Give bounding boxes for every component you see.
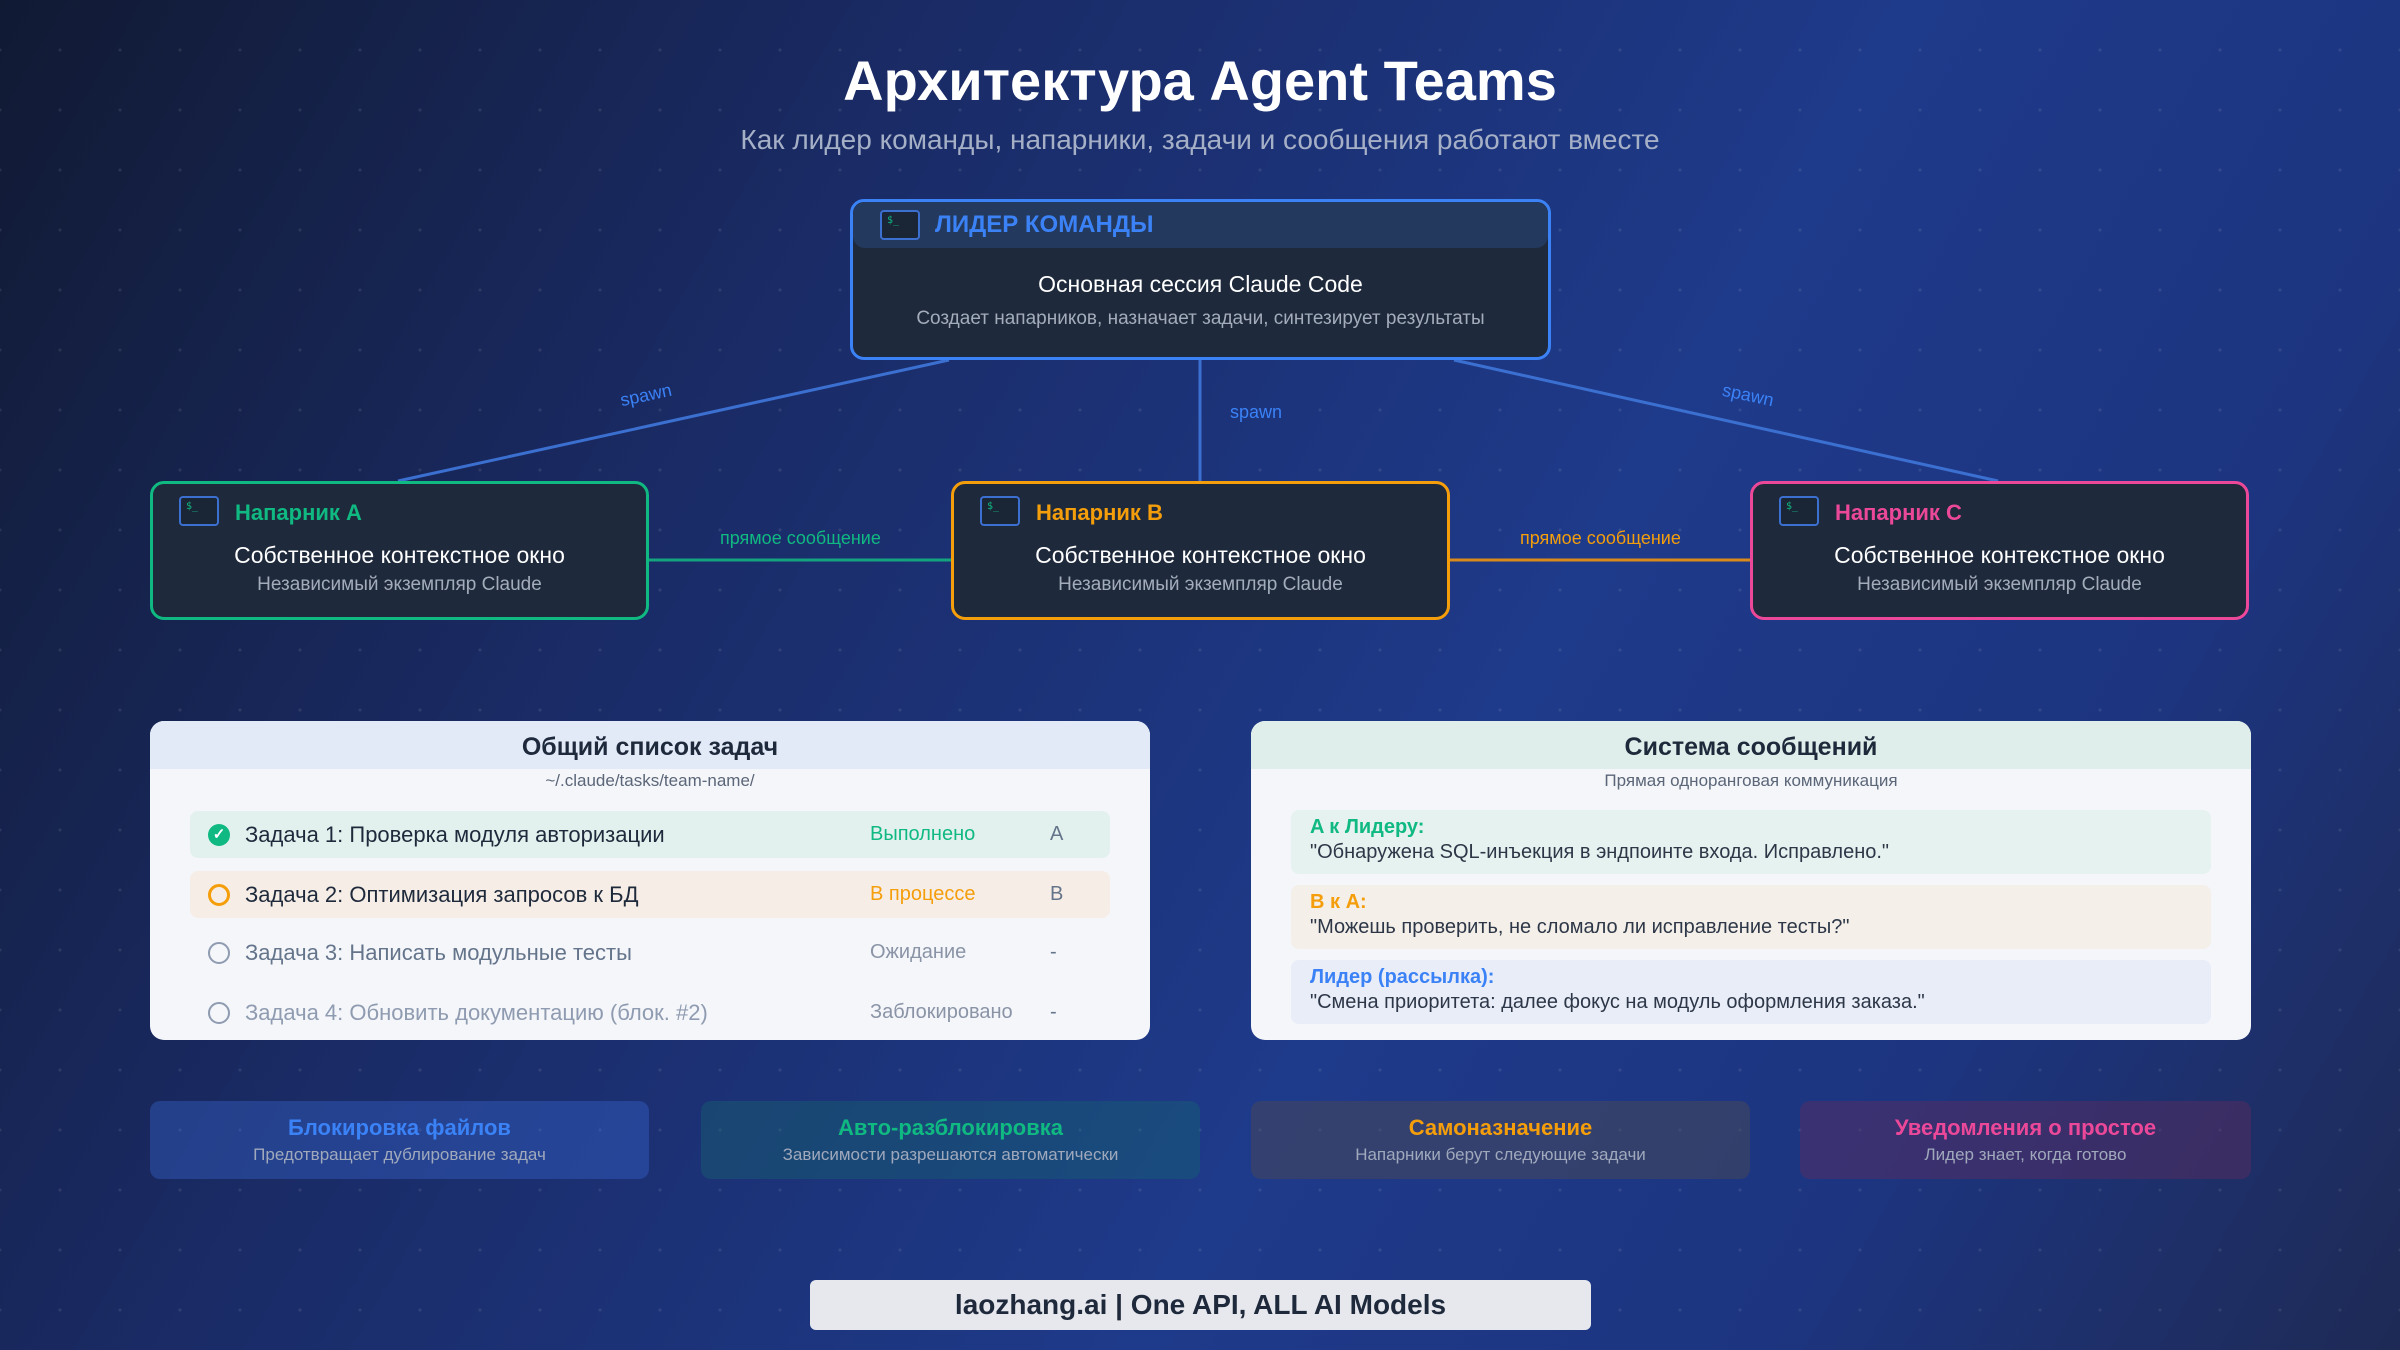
feature-idle-notifications: Уведомления о простое Лидер знает, когда… [1800, 1101, 2251, 1179]
spawn-label-b: spawn [1230, 402, 1283, 422]
terminal-icon: $_ [880, 210, 920, 240]
task-assignee: - [1050, 941, 1057, 963]
terminal-icon: $_ [179, 496, 219, 526]
page-subtitle: Как лидер команды, напарники, задачи и с… [740, 124, 1660, 155]
check-circle-icon: ✓ [208, 824, 230, 846]
feature-file-locking: Блокировка файлов Предотвращает дублиров… [150, 1101, 649, 1179]
leader-label: ЛИДЕР КОМАНДЫ [935, 211, 1154, 238]
task-row[interactable]: Задача 4: Обновить документацию (блок. #… [190, 989, 1110, 1036]
team-leader-box: $_ ЛИДЕР КОМАНДЫ Основная сессия Claude … [850, 199, 1551, 360]
message-from: A к Лидеру: [1310, 816, 1425, 838]
task-list-title: Общий список задач [521, 733, 779, 761]
message-text: "Обнаружена SQL-инъекция в эндпоинте вхо… [1310, 841, 1890, 863]
teammate-b-box: $_ Напарник B Собственное контекстное ок… [951, 481, 1450, 620]
messaging-panel: Система сообщений Прямая одноранговая ко… [1251, 721, 2251, 1040]
empty-circle-icon [208, 1002, 230, 1024]
teammate-main: Собственное контекстное окно [234, 542, 565, 568]
messaging-subtitle: Прямая одноранговая коммуникация [1604, 771, 1898, 790]
task-assignee: - [1050, 1001, 1057, 1023]
task-text: Задача 3: Написать модульные тесты [245, 940, 632, 965]
teammate-c-box: $_ Напарник C Собственное контекстное ок… [1750, 481, 2249, 620]
task-assignee: B [1050, 883, 1064, 905]
terminal-icon: $_ [980, 496, 1020, 526]
task-assignee: A [1050, 823, 1064, 845]
message-item: A к Лидеру: "Обнаружена SQL-инъекция в э… [1291, 810, 2211, 874]
teammate-sub: Независимый экземпляр Claude [257, 574, 542, 595]
message-from: Лидер (рассылка): [1310, 966, 1495, 988]
message-item: Лидер (рассылка): "Смена приоритета: дал… [1291, 960, 2211, 1024]
teammate-name: Напарник A [235, 500, 362, 525]
feature-title: Блокировка файлов [288, 1115, 511, 1140]
leader-header: $_ ЛИДЕР КОМАНДЫ [853, 202, 1548, 248]
terminal-icon: $_ [1779, 496, 1819, 526]
task-row[interactable]: Задача 2: Оптимизация запросов к БД В пр… [190, 871, 1110, 918]
feature-title: Авто-разблокировка [837, 1115, 1064, 1140]
footer-banner: laozhang.ai | One API, ALL AI Models [810, 1280, 1591, 1330]
feature-sub: Предотвращает дублирование задач [253, 1145, 546, 1164]
teammate-name: Напарник B [1036, 500, 1163, 525]
teammate-sub: Независимый экземпляр Claude [1857, 574, 2142, 595]
feature-title: Уведомления о простое [1894, 1115, 2157, 1140]
teammate-sub: Независимый экземпляр Claude [1058, 574, 1343, 595]
feature-title: Самоназначение [1408, 1115, 1593, 1140]
leader-main: Основная сессия Claude Code [1038, 271, 1363, 297]
teammate-main: Собственное контекстное окно [1834, 542, 2165, 568]
teammate-a-box: $_ Напарник A Собственное контекстное ок… [150, 481, 649, 620]
feature-sub: Напарники берут следующие задачи [1355, 1145, 1646, 1164]
page-title: Архитектура Agent Teams [843, 49, 1557, 112]
teammate-name: Напарник C [1835, 500, 1962, 525]
task-status: В процессе [870, 883, 976, 905]
task-text: Задача 2: Оптимизация запросов к БД [245, 882, 639, 907]
task-list-panel: Общий список задач ~/.claude/tasks/team-… [150, 721, 1150, 1040]
progress-circle-icon [208, 884, 230, 906]
task-status: Ожидание [870, 941, 967, 963]
feature-auto-unblock: Авто-разблокировка Зависимости разрешают… [701, 1101, 1200, 1179]
message-item: B к A: "Можешь проверить, не сломало ли … [1291, 885, 2211, 949]
task-row[interactable]: ✓ Задача 1: Проверка модуля авторизации … [190, 811, 1110, 858]
task-list-path: ~/.claude/tasks/team-name/ [545, 771, 755, 790]
task-status: Выполнено [870, 823, 976, 845]
empty-circle-icon [208, 942, 230, 964]
spawn-line-c [1453, 358, 1999, 483]
message-text: "Смена приоритета: далее фокус на модуль… [1310, 991, 1925, 1013]
task-status: Заблокировано [870, 1001, 1013, 1023]
teammate-main: Собственное контекстное окно [1035, 542, 1366, 568]
leader-sub: Создает напарников, назначает задачи, си… [916, 308, 1485, 329]
task-text: Задача 1: Проверка модуля авторизации [245, 822, 665, 847]
feature-self-assign: Самоназначение Напарники берут следующие… [1251, 1101, 1750, 1179]
direct-message-label-ab: прямое сообщение [720, 528, 881, 548]
spawn-line-a [397, 358, 950, 483]
message-text: "Можешь проверить, не сломало ли исправл… [1310, 916, 1850, 938]
feature-sub: Лидер знает, когда готово [1924, 1145, 2127, 1164]
task-row[interactable]: Задача 3: Написать модульные тесты Ожида… [190, 929, 1110, 976]
feature-sub: Зависимости разрешаются автоматически [782, 1145, 1119, 1164]
direct-message-label-bc: прямое сообщение [1520, 528, 1681, 548]
task-text: Задача 4: Обновить документацию (блок. #… [245, 1000, 708, 1025]
message-from: B к A: [1310, 891, 1367, 913]
messaging-title: Система сообщений [1624, 733, 1878, 761]
